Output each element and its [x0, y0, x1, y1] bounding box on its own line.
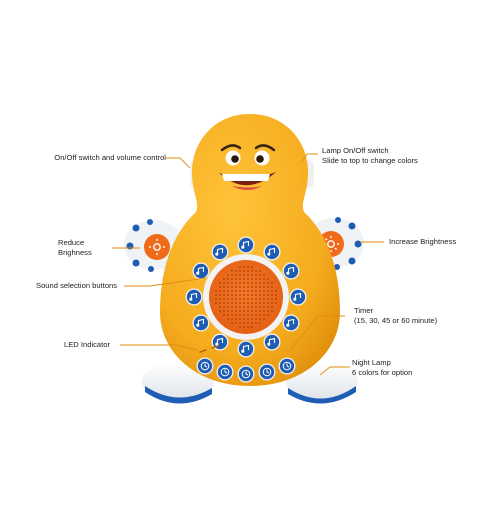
bell-icon: [267, 247, 276, 256]
sound-button[interactable]: [282, 262, 300, 280]
music-note-icon: [293, 292, 302, 301]
reduce-brightness-label: Reduce Brighness: [58, 238, 92, 257]
lamp-switch-label: Lamp On/Off switch Slide to top to chang…: [322, 146, 418, 165]
train-icon: [267, 337, 276, 346]
timer-button[interactable]: [196, 357, 214, 375]
timer-button[interactable]: [237, 365, 255, 383]
clock-icon: [200, 361, 210, 371]
sound-button[interactable]: [192, 314, 210, 332]
clock-icon: [282, 361, 292, 371]
music-note-icon: [241, 240, 250, 249]
heart-icon: [196, 266, 205, 275]
timer-buttons: [196, 357, 296, 383]
increase-brightness-label: Increase Brightness: [389, 237, 457, 246]
sound-button[interactable]: [237, 236, 255, 254]
timer-button[interactable]: [278, 357, 296, 375]
toy-face: [219, 144, 276, 190]
rain-icon: [196, 318, 205, 327]
fire-icon: [189, 292, 198, 301]
sound-button[interactable]: [185, 288, 203, 306]
dog-icon: [215, 337, 224, 346]
sound-button[interactable]: [289, 288, 307, 306]
night-lamp-label: Night Lamp 6 colors for option: [352, 358, 413, 377]
sound-button[interactable]: [211, 243, 229, 261]
sun-icon: [149, 239, 165, 255]
sound-button[interactable]: [263, 243, 281, 261]
sound-button[interactable]: [282, 314, 300, 332]
reduce-brightness-button[interactable]: [144, 234, 170, 260]
led-indicator: [199, 345, 219, 353]
play-icon: [215, 247, 224, 256]
clock-icon: [220, 367, 230, 377]
sound-button[interactable]: [192, 262, 210, 280]
power-volume-label: On/Off switch and volume control: [54, 153, 166, 162]
timer-button[interactable]: [216, 363, 234, 381]
led-indicator-label: LED Indicator: [64, 340, 111, 349]
leader-lines: [112, 153, 384, 376]
lullaby-icon: [241, 344, 250, 353]
timer-button[interactable]: [258, 363, 276, 381]
clock-icon: [241, 369, 251, 379]
bird-icon: [286, 318, 295, 327]
sound-button[interactable]: [237, 340, 255, 358]
clock-icon: [262, 367, 272, 377]
timer-label: Timer (15, 30, 45 or 60 minute): [354, 306, 438, 325]
sound-button[interactable]: [263, 333, 281, 351]
wave-icon: [286, 266, 295, 275]
sound-selection-buttons: [185, 236, 307, 358]
speaker: [203, 254, 289, 340]
sound-buttons-label: Sound selection buttons: [36, 281, 118, 290]
